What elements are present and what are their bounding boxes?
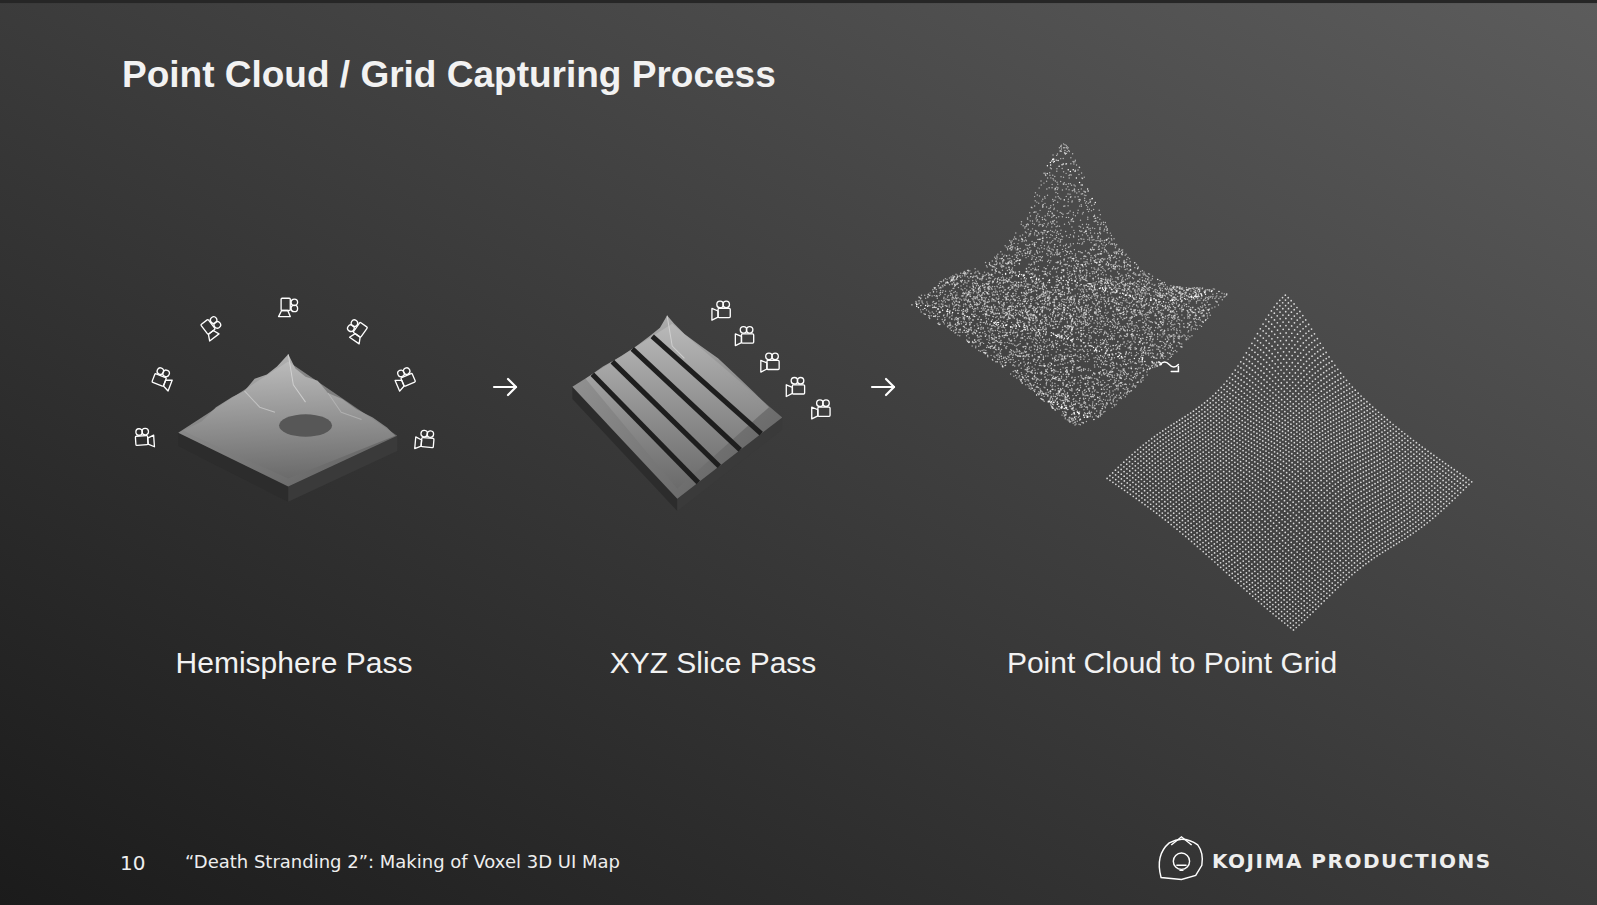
slide: Point Cloud / Grid Capturing Process10“D… [0, 0, 1597, 905]
